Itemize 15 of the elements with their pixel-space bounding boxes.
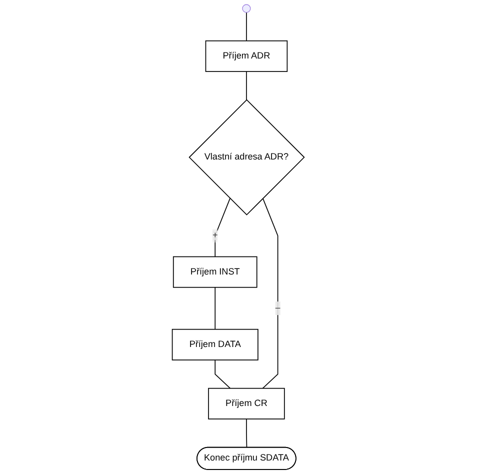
connector bbox=[262, 198, 278, 389]
connector bbox=[246, 418, 248, 448]
edge-label: + bbox=[212, 230, 218, 240]
connector bbox=[246, 12, 248, 42]
node-box: Příjem CR bbox=[208, 388, 286, 420]
node-box: Příjem INST bbox=[173, 256, 258, 288]
node-circle bbox=[242, 4, 251, 13]
node-box: Příjem ADR bbox=[206, 40, 288, 72]
node-box: Příjem DATA bbox=[172, 328, 259, 360]
edge-label: – bbox=[276, 303, 281, 313]
connector bbox=[214, 360, 231, 389]
connector bbox=[246, 71, 248, 100]
connector bbox=[214, 286, 216, 330]
connector bbox=[214, 198, 231, 258]
node-diamond: Vlastní adresa ADR? bbox=[188, 99, 306, 216]
